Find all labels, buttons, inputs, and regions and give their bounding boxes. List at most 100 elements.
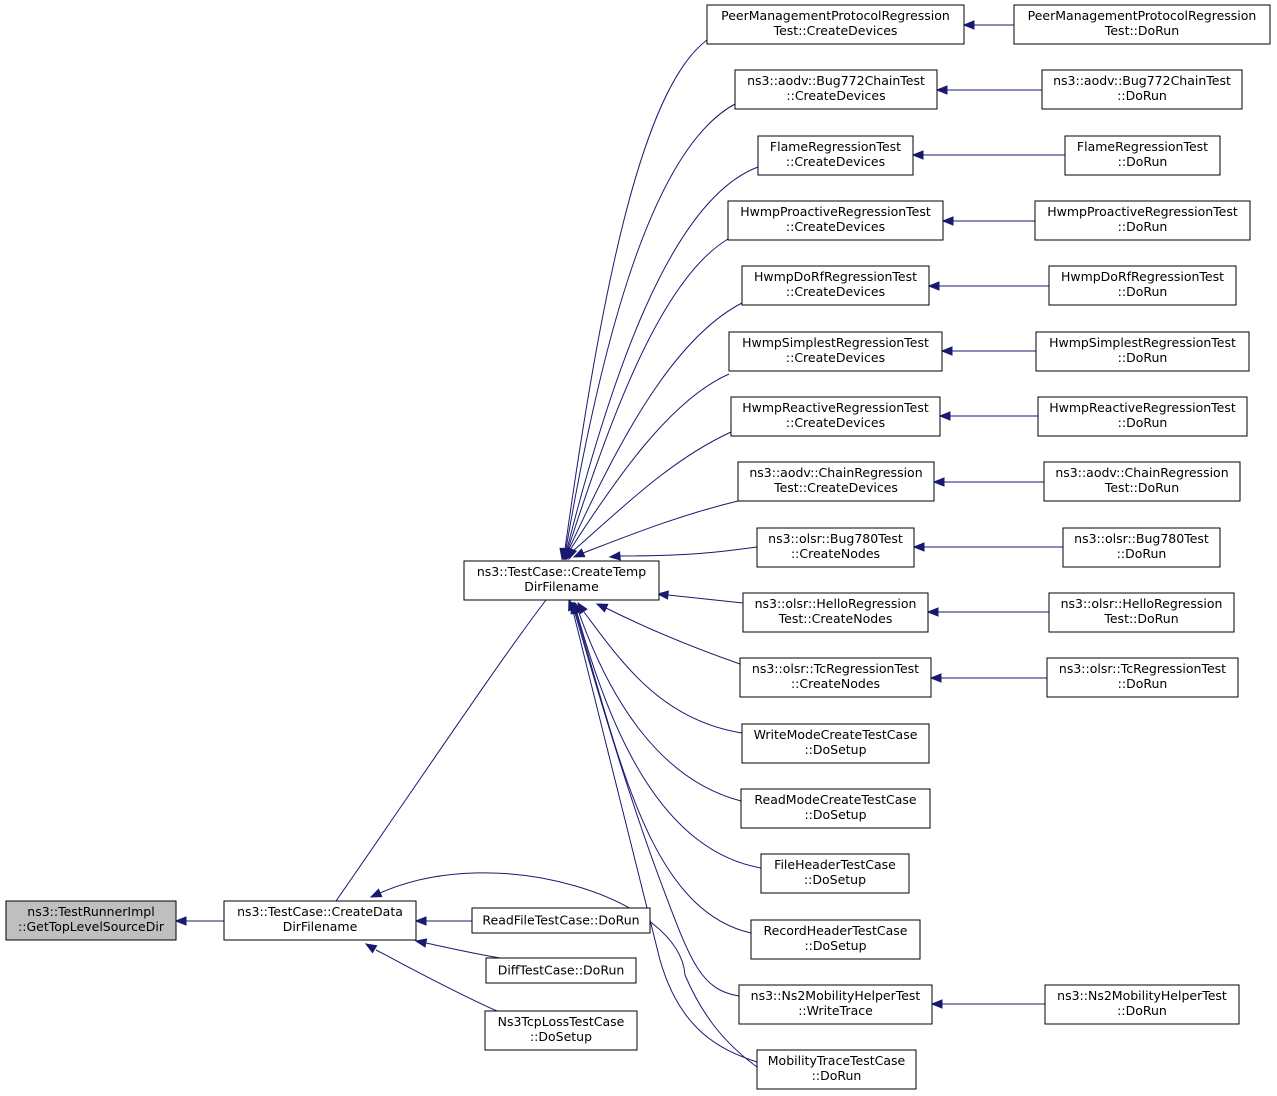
arrow-head (932, 477, 945, 487)
node-box (484, 1010, 638, 1051)
node-label-line-1: FlameRegressionTest (770, 139, 901, 154)
node-label-line-1: ReadFileTestCase::DoRun (482, 913, 639, 928)
node-box (1035, 331, 1250, 372)
graph-node-root[interactable]: ns3::TestRunnerImpl::GetTopLevelSourceDi… (5, 900, 177, 941)
edge-ns2_dr-ns2_wt (930, 999, 1045, 1009)
arrow-head (912, 542, 925, 552)
arrow-head (935, 85, 948, 95)
graph-node-b772-cd[interactable]: ns3::aodv::Bug772ChainTest::CreateDevice… (734, 69, 938, 110)
node-label-line-1: ns3::aodv::Bug772ChainTest (1053, 73, 1231, 88)
edge-pmp_cd-ctdf (559, 39, 708, 561)
graph-node-ns2-dr[interactable]: ns3::Ns2MobilityHelperTest::DoRun (1044, 984, 1240, 1025)
edge-hpr_dr-hpr_cd (941, 216, 1035, 226)
graph-node-acr-cd[interactable]: ns3::aodv::ChainRegressionTest::CreateDe… (737, 461, 935, 502)
edge-line (567, 238, 729, 550)
edge-line (565, 103, 736, 550)
graph-nodes: ns3::TestRunnerImpl::GetTopLevelSourceDi… (5, 4, 1271, 1090)
node-label-line-2: ::DoRun (1117, 546, 1167, 561)
node-label-line-1: PeerManagementProtocolRegression (1028, 8, 1257, 23)
graph-node-ohr-cn[interactable]: ns3::olsr::HelloRegressionTest::CreateNo… (742, 592, 929, 633)
node-label-line-2: ::GetTopLevelSourceDir (18, 919, 165, 934)
graph-node-hpr-dr[interactable]: HwmpProactiveRegressionTest::DoRun (1034, 200, 1251, 241)
arrow-head (568, 547, 578, 561)
graph-node-otc-cn[interactable]: ns3::olsr::TcRegressionTest::CreateNodes (739, 657, 932, 698)
node-label-line-2: ::CreateDevices (786, 350, 885, 365)
graph-node-b772-dr[interactable]: ns3::aodv::Bug772ChainTest::DoRun (1041, 69, 1243, 110)
graph-node-dtc[interactable]: DiffTestCase::DoRun (485, 957, 637, 984)
arrow-head (656, 590, 669, 600)
edge-fr_dr-fr_cd (911, 150, 1065, 160)
graph-node-wmc[interactable]: WriteModeCreateTestCase::DoSetup (741, 723, 930, 764)
edge-line (425, 942, 501, 959)
edge-line (566, 166, 759, 550)
edge-hrr_cd-ctdf (568, 431, 732, 561)
edge-ns2_wt-ctdf (570, 601, 740, 997)
graph-node-otc-dr[interactable]: ns3::olsr::TcRegressionTest::DoRun (1046, 657, 1239, 698)
edge-line (572, 610, 758, 1063)
node-label-line-2: Test::DoRun (1103, 611, 1178, 626)
graph-node-rmc[interactable]: ReadModeCreateTestCase::DoSetup (740, 788, 931, 829)
node-box (223, 900, 417, 941)
graph-node-fr-cd[interactable]: FlameRegressionTest::CreateDevices (757, 135, 914, 176)
node-label-line-2: DirFilename (524, 579, 599, 594)
node-box (728, 331, 943, 372)
graph-node-hdrf-dr[interactable]: HwmpDoRfRegressionTest::DoRun (1048, 265, 1237, 306)
node-box (741, 723, 930, 764)
node-label-line-2: ::DoRun (1118, 415, 1168, 430)
edge-line (576, 612, 762, 869)
graph-node-mttc[interactable]: MobilityTraceTestCase::DoRun (756, 1049, 917, 1090)
arrow-head (364, 943, 378, 954)
edge-line (379, 872, 758, 1068)
edge-line (619, 546, 758, 557)
node-label-line-2: ::CreateDevices (786, 88, 885, 103)
graph-node-fr-dr[interactable]: FlameRegressionTest::DoRun (1064, 135, 1221, 176)
node-label-line-2: ::CreateDevices (786, 219, 885, 234)
graph-node-ns2-wt[interactable]: ns3::Ns2MobilityHelperTest::WriteTrace (738, 984, 933, 1025)
node-label-line-1: ns3::Ns2MobilityHelperTest (1057, 988, 1227, 1003)
edge-line (605, 607, 741, 665)
node-box (1062, 527, 1221, 568)
graph-node-hrr-dr[interactable]: HwmpReactiveRegressionTest::DoRun (1037, 396, 1248, 437)
arrow-head (938, 411, 951, 421)
graph-node-ob780-cn[interactable]: ns3::olsr::Bug780Test::CreateNodes (756, 527, 915, 568)
graph-node-hsr-dr[interactable]: HwmpSimplestRegressionTest::DoRun (1035, 331, 1250, 372)
graph-node-ob780-dr[interactable]: ns3::olsr::Bug780Test::DoRun (1062, 527, 1221, 568)
node-box (5, 900, 177, 941)
node-box (760, 853, 910, 894)
node-label-line-1: FileHeaderTestCase (774, 857, 896, 872)
node-box (757, 135, 914, 176)
graph-node-ns3tcp[interactable]: Ns3TcpLossTestCase::DoSetup (484, 1010, 638, 1051)
node-box (740, 788, 931, 829)
graph-node-hpr-cd[interactable]: HwmpProactiveRegressionTest::CreateDevic… (727, 200, 944, 241)
edge-line (582, 500, 739, 554)
node-label-line-2: ::DoRun (1118, 284, 1168, 299)
node-box (1044, 984, 1240, 1025)
arrow-head (911, 150, 924, 160)
graph-node-hsr-cd[interactable]: HwmpSimplestRegressionTest::CreateDevice… (728, 331, 943, 372)
node-box (750, 919, 921, 960)
edge-hdrf_cd-ctdf (563, 302, 743, 561)
arrow-head (930, 999, 943, 1009)
node-label-line-2: ::DoSetup (804, 938, 866, 953)
node-label-line-2: Test::CreateDevices (773, 23, 898, 38)
node-label-line-2: ::DoRun (1118, 154, 1168, 169)
edge-line (335, 599, 547, 902)
graph-node-pmp-dr[interactable]: PeerManagementProtocolRegressionTest::Do… (1013, 4, 1271, 45)
graph-node-rhtc[interactable]: RecordHeaderTestCase::DoSetup (750, 919, 921, 960)
graph-node-rftc[interactable]: ReadFileTestCase::DoRun (471, 907, 651, 934)
edge-pmp_dr-pmp_cd (962, 20, 1014, 30)
graph-node-hrr-cd[interactable]: HwmpReactiveRegressionTest::CreateDevice… (730, 396, 941, 437)
graph-node-pmp-cd[interactable]: PeerManagementProtocolRegressionTest::Cr… (706, 4, 965, 45)
node-label-line-2: ::DoRun (812, 1068, 862, 1083)
node-box (1034, 200, 1251, 241)
node-box (1013, 4, 1271, 45)
graph-node-fhtc[interactable]: FileHeaderTestCase::DoSetup (760, 853, 910, 894)
node-label-line-2: ::DoRun (1117, 1003, 1167, 1018)
arrow-head (570, 601, 580, 615)
edge-line (578, 612, 742, 802)
graph-node-hdrf-cd[interactable]: HwmpDoRfRegressionTest::CreateDevices (741, 265, 930, 306)
